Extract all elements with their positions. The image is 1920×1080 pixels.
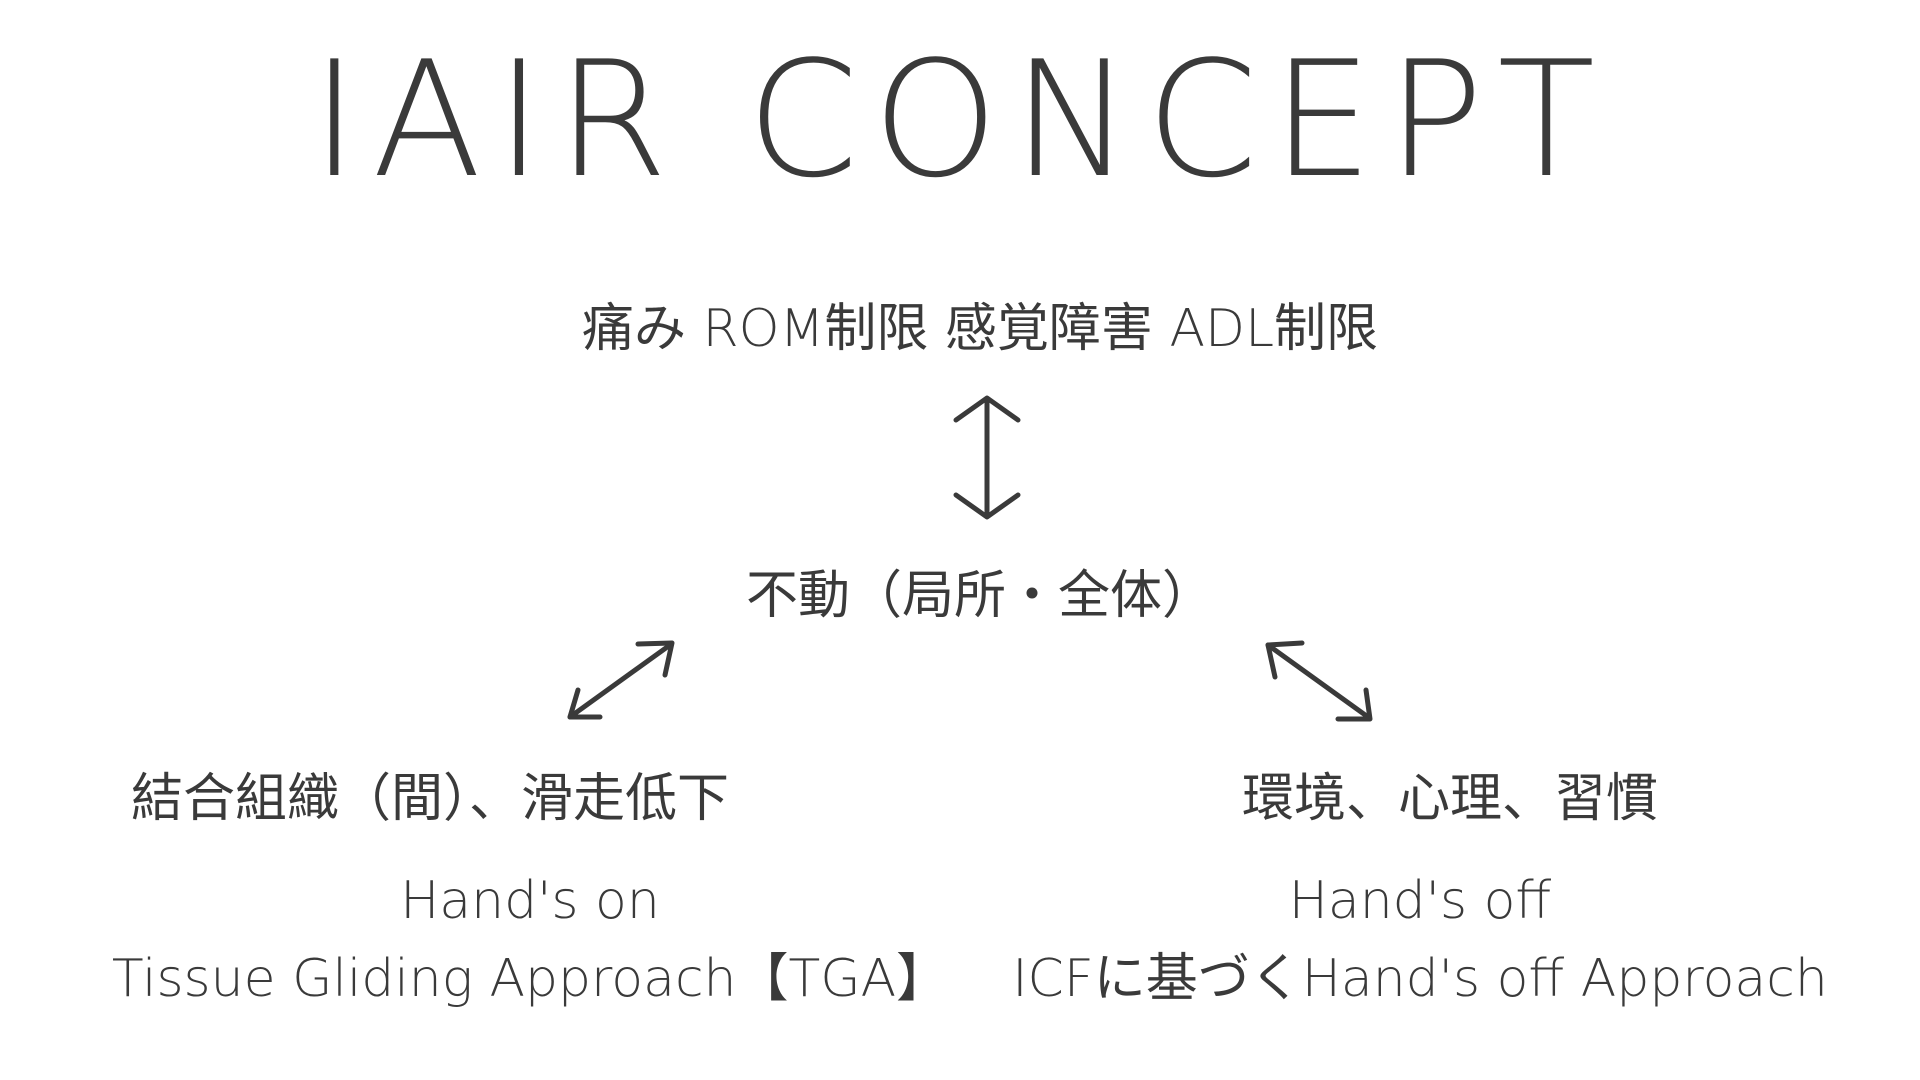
right-cause-label: 環境、心理、習慣 <box>1241 769 1658 829</box>
symptoms-label: 痛み ROM制限 感覚障害 ADL制限 <box>581 299 1379 359</box>
left-diagonal-double-arrow-icon <box>567 640 675 720</box>
left-approach-name: Tissue Gliding Approach【TGA】 <box>111 949 949 1009</box>
right-diagonal-double-arrow-icon <box>1265 640 1373 722</box>
immobility-label: 不動（局所・全体） <box>745 566 1214 626</box>
left-approach-title: Hand's on <box>400 871 660 931</box>
left-cause-label: 結合組織（間）、滑走低下 <box>130 769 729 829</box>
right-approach-title: Hand's off <box>1288 871 1552 931</box>
right-approach-name: ICFに基づくHand's off Approach <box>1012 949 1828 1009</box>
page-title: IAIR CONCEPT <box>310 26 1610 213</box>
vertical-double-arrow-icon <box>953 395 1021 520</box>
